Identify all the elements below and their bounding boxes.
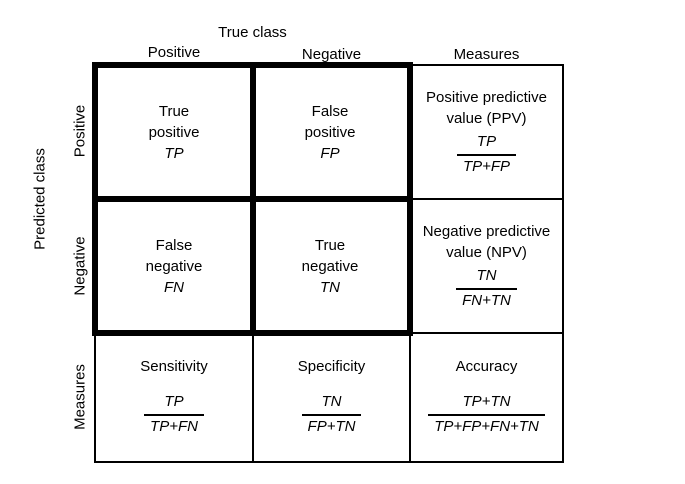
measure-label-line: Negative predictive bbox=[422, 223, 551, 241]
fraction-numerator: TP bbox=[144, 393, 204, 416]
measure-label-line: value (NPV) bbox=[446, 244, 527, 262]
fraction-numerator: TN bbox=[301, 393, 362, 416]
ppv-fraction: TP TP+FP bbox=[456, 133, 517, 177]
cell-true-negative: True negative TN bbox=[256, 205, 404, 327]
fraction-denominator: TP+FN bbox=[150, 417, 198, 435]
cell-symbol: FP bbox=[320, 144, 340, 162]
predicted-class-header: Predicted class bbox=[31, 148, 49, 250]
cell-true-positive: True positive TP bbox=[101, 71, 247, 193]
cell-label-line: True bbox=[314, 236, 346, 254]
cell-npv: Negative predictive value (NPV) TN FN+TN bbox=[412, 203, 561, 329]
cell-symbol: TP bbox=[164, 144, 184, 162]
true-class-header: True class bbox=[218, 24, 287, 41]
fraction-denominator: FN+TN bbox=[462, 292, 511, 309]
fraction-denominator: TP+FP bbox=[462, 158, 511, 175]
measures-row-border-left bbox=[94, 333, 96, 463]
row-header-negative: Negative bbox=[71, 236, 89, 296]
cell-false-positive: False positive FP bbox=[256, 71, 404, 193]
measures-row-divider-2 bbox=[409, 333, 411, 463]
fraction-denominator: FP+TN bbox=[307, 417, 356, 435]
fraction-numerator: TN bbox=[456, 267, 517, 290]
column-header-measures: Measures bbox=[453, 46, 520, 63]
measure-label-line: Positive predictive bbox=[426, 89, 547, 107]
cell-symbol: FN bbox=[164, 278, 184, 296]
fraction-numerator: TP+TN bbox=[428, 393, 545, 416]
cell-label-line: False bbox=[311, 102, 349, 120]
cell-false-negative: False negative FN bbox=[101, 205, 247, 327]
specificity-fraction: TN FP+TN bbox=[301, 393, 362, 437]
row-header-measures: Measures bbox=[71, 364, 89, 430]
measure-label-line: value (PPV) bbox=[446, 110, 527, 128]
cell-label-line: True bbox=[158, 102, 190, 120]
cell-accuracy: Accuracy TP+TN TP+FP+FN+TN bbox=[412, 337, 561, 455]
measures-column-divider bbox=[410, 198, 563, 200]
fraction-numerator: TP bbox=[456, 133, 517, 156]
cell-label-line: positive bbox=[304, 123, 356, 141]
accuracy-fraction: TP+TN TP+FP+FN+TN bbox=[428, 393, 545, 437]
measures-column-border-right bbox=[562, 64, 564, 463]
cell-symbol: TN bbox=[320, 278, 340, 296]
matrix-border-top bbox=[92, 62, 413, 68]
sensitivity-fraction: TP TP+FN bbox=[144, 393, 204, 437]
measures-column-border-top bbox=[410, 64, 563, 66]
measure-label: Specificity bbox=[297, 357, 366, 375]
cell-label-line: False bbox=[155, 236, 193, 254]
measures-column-border-bottom bbox=[410, 332, 563, 334]
npv-fraction: TN FN+TN bbox=[456, 267, 517, 311]
cell-label-line: negative bbox=[301, 257, 359, 275]
cell-label-line: positive bbox=[148, 123, 200, 141]
measures-row-divider-1 bbox=[252, 333, 254, 463]
column-header-positive: Positive bbox=[147, 44, 201, 61]
cell-specificity: Specificity TN FP+TN bbox=[255, 337, 408, 455]
table-border-bottom bbox=[94, 461, 564, 463]
cell-label-line: negative bbox=[145, 257, 203, 275]
matrix-divider-horizontal bbox=[92, 196, 413, 202]
fraction-denominator: TP+FP+FN+TN bbox=[434, 417, 539, 435]
row-header-positive: Positive bbox=[71, 104, 89, 158]
measure-label: Accuracy bbox=[455, 357, 518, 375]
cell-sensitivity: Sensitivity TP TP+FN bbox=[97, 337, 251, 455]
column-header-negative: Negative bbox=[301, 46, 362, 63]
cell-ppv: Positive predictive value (PPV) TP TP+FP bbox=[412, 69, 561, 195]
measure-label: Sensitivity bbox=[140, 357, 208, 375]
